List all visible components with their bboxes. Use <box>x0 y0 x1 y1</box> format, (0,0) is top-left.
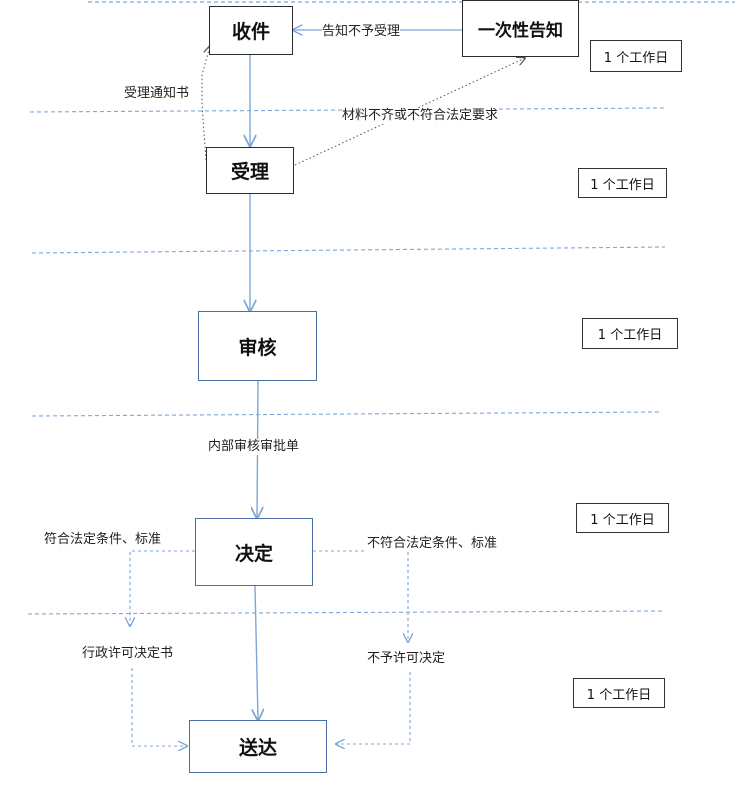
label-internal-review-form: 内部审核审批单 <box>208 439 300 455</box>
arrow-decide-to-deliver <box>255 585 258 720</box>
node-review: 审核 <box>198 311 317 381</box>
label-not-meets-conditions: 不符合法定条件、标准 <box>367 536 498 552</box>
divider-4 <box>27 610 663 615</box>
label-accept-notice: 受理通知书 <box>124 86 190 102</box>
line-not-meets-branch <box>313 550 408 642</box>
label-permit-decision: 行政许可决定书 <box>82 646 174 662</box>
line-permit-to-deliver <box>131 668 187 746</box>
time-limit-accept: 1 个工作日 <box>578 168 667 198</box>
time-limit-deliver: 1 个工作日 <box>573 678 665 708</box>
node-decide: 决定 <box>195 518 313 586</box>
time-limit-receive: 1 个工作日 <box>590 40 682 72</box>
label-meets-conditions: 符合法定条件、标准 <box>44 532 162 548</box>
node-accept: 受理 <box>206 147 294 194</box>
label-reject-accept: 告知不予受理 <box>322 24 401 40</box>
node-receive: 收件 <box>209 6 293 55</box>
divider-2 <box>31 246 666 254</box>
time-limit-review: 1 个工作日 <box>582 318 678 349</box>
divider-3 <box>31 411 661 417</box>
label-denial-decision: 不予许可决定 <box>367 651 446 667</box>
node-deliver: 送达 <box>189 720 327 773</box>
line-denial-to-deliver <box>336 672 411 744</box>
label-incomplete-materials: 材料不齐或不符合法定要求 <box>342 108 499 124</box>
line-meets-branch <box>130 550 195 626</box>
arrow-accept-notice <box>201 46 210 161</box>
node-notify-once: 一次性告知 <box>462 0 579 57</box>
time-limit-decide: 1 个工作日 <box>576 503 669 533</box>
